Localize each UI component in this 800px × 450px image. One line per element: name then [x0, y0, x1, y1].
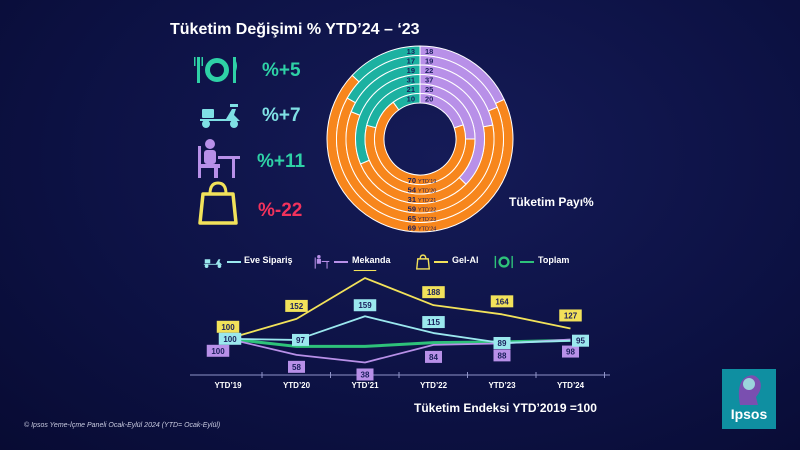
- plate-cutlery-icon: [494, 255, 513, 269]
- x-tick-label: YTD’22: [420, 381, 448, 390]
- ring-label-gel-al: 70: [408, 176, 416, 185]
- logo-text: Ipsos: [730, 406, 768, 422]
- legend-label: Eve Sipariş: [244, 255, 293, 265]
- data-label: 100: [211, 347, 225, 356]
- data-label-box: [490, 295, 514, 308]
- legend-label: Gel-Al: [452, 255, 479, 265]
- ring-label-gel-al: 54: [408, 185, 417, 194]
- data-label-box: [572, 334, 589, 347]
- ring-label-mekanda: 22: [425, 66, 433, 75]
- person-at-table-icon: [314, 255, 330, 269]
- scooter-icon: [203, 259, 223, 268]
- ring-label-mekanda: 18: [425, 47, 433, 56]
- series-line-evesipari: [227, 315, 571, 344]
- data-label: 84: [429, 353, 438, 362]
- data-label: 100: [221, 323, 235, 332]
- ring-label-eve: 17: [407, 56, 415, 65]
- data-label-box: [562, 345, 579, 358]
- data-label-box: [356, 368, 374, 381]
- ring-label-year: YTD’23: [418, 217, 436, 223]
- data-label-box: [493, 349, 511, 362]
- data-label-box: [206, 344, 230, 357]
- ring-label-gel-al: 69: [408, 223, 416, 232]
- ring-label-gel-al: 31: [408, 195, 416, 204]
- ring-label-year: YTD’20: [418, 188, 436, 194]
- data-label-box: [559, 309, 582, 322]
- data-label: 159: [358, 301, 372, 310]
- legend-swatch: [434, 261, 448, 263]
- data-label-box: [422, 316, 445, 329]
- data-label: 95: [576, 337, 585, 346]
- plate-cutlery-icon: [194, 57, 237, 83]
- data-label-box: [493, 336, 511, 349]
- legend-swatch: [227, 261, 241, 263]
- data-label-box: [353, 299, 377, 312]
- ring-label-eve: 31: [407, 75, 415, 84]
- data-label-box: [288, 360, 305, 373]
- data-label: 188: [427, 288, 441, 297]
- index-chart-label: Tüketim Endeksi YTD’2019 =100: [414, 401, 597, 415]
- data-label-box: [422, 286, 445, 299]
- data-label-box: [292, 333, 309, 346]
- ring-label-year: YTD’21: [418, 198, 436, 204]
- data-label: 89: [498, 339, 507, 348]
- ring-label-gel-al: 59: [408, 204, 416, 213]
- stat-gel-al-value: %-22: [258, 200, 303, 221]
- data-label: 38: [361, 370, 370, 379]
- data-label: 164: [495, 297, 509, 306]
- ring-label-eve: 13: [407, 47, 415, 56]
- ring-label-mekanda: 19: [425, 56, 433, 65]
- data-label: 100: [223, 335, 237, 344]
- ipsos-logo: Ipsos: [722, 369, 776, 429]
- ring-label-eve: 19: [407, 66, 415, 75]
- footnote: © Ipsos Yeme-İçme Paneli Ocak-Eylül 2024…: [24, 422, 221, 429]
- person-at-table-icon: [198, 139, 240, 178]
- shopping-bag-icon: [416, 254, 430, 270]
- ring-label-mekanda: 37: [425, 75, 433, 84]
- data-label-box: [218, 332, 242, 345]
- ring-label-mekanda: 25: [425, 85, 433, 94]
- data-label-box: [425, 350, 442, 363]
- chart-title: Tüketim Değişimi % YTD’24 – ‘23: [170, 21, 420, 38]
- legend-swatch: [334, 261, 348, 263]
- stat-yeme-icme-value: %+5: [262, 60, 301, 81]
- data-label: 152: [290, 302, 304, 311]
- data-label: 115: [427, 318, 440, 327]
- ring-label-eve: 10: [407, 94, 415, 103]
- ring-label-gel-al: 65: [408, 214, 416, 223]
- legend-swatch: [520, 261, 534, 263]
- x-tick-label: YTD’23: [488, 381, 516, 390]
- series-line-gelal: [227, 277, 571, 340]
- data-label: 98: [566, 348, 575, 357]
- shopping-bag-icon: [198, 181, 238, 225]
- ring-label-year: YTD’22: [418, 207, 436, 213]
- stat-mekanda-value: %+11: [257, 151, 306, 172]
- ring-label-year: YTD’19: [418, 179, 436, 185]
- logo-mark: [738, 375, 761, 405]
- data-label: 97: [296, 336, 305, 345]
- x-tick-label: YTD’24: [557, 381, 585, 390]
- ring-label-eve: 21: [407, 85, 415, 94]
- x-tick-label: YTD’19: [214, 381, 242, 390]
- data-label: 58: [292, 363, 301, 372]
- data-label-box: [353, 270, 377, 272]
- data-label: 88: [498, 351, 507, 360]
- ring-label-year: YTD’24: [418, 226, 436, 232]
- ring-segment-eve: [392, 92, 421, 111]
- stat-eve-siparis-value: %+7: [262, 105, 301, 126]
- line-chart-legend: Eve Sipariş Mekanda Gel-Al Toplam: [200, 254, 600, 270]
- share-chart-label: Tüketim Payı%: [509, 195, 594, 209]
- data-label-box: [285, 299, 308, 312]
- x-tick-label: YTD’20: [283, 381, 311, 390]
- ring-label-mekanda: 20: [425, 94, 433, 103]
- data-label-box: [216, 320, 240, 333]
- legend-label: Mekanda: [352, 255, 391, 265]
- x-tick-label: YTD’21: [351, 381, 379, 390]
- data-label: 127: [564, 311, 578, 320]
- scooter-icon: [200, 104, 240, 128]
- series-line-toplam: [227, 337, 571, 348]
- legend-label: Toplam: [538, 255, 570, 265]
- index-line-chart: YTD’19 YTD’20 YTD’21 YTD’22 YTD’23 YTD’24 100 1…: [190, 270, 610, 390]
